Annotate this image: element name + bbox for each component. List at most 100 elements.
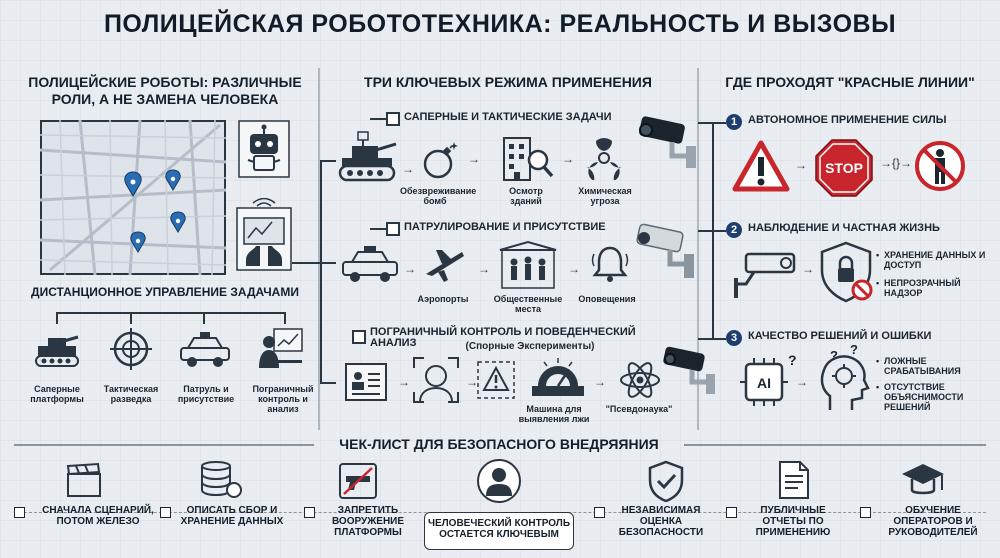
thinking-head-icon — [816, 350, 872, 412]
checklist-item-6: ПУБЛИЧНЫЕ ОТЧЕТЫ ПО ПРИМЕНЕНИЮ — [755, 505, 831, 538]
item-label-pseudoscience: "Псевдонаука" — [605, 404, 673, 414]
border-analyst-icon — [258, 328, 304, 370]
question-mark-icon: ? — [788, 352, 797, 368]
mode-connector — [370, 118, 386, 120]
item-label-buildings: Осмотр зданий — [509, 186, 543, 206]
left-heading: ПОЛИЦЕЙСКИЕ РОБОТЫ: РАЗЛИЧНЫЕ РОЛИ, А НЕ… — [28, 74, 302, 107]
mode-connector — [370, 228, 386, 230]
document-scan-icon — [344, 360, 390, 404]
security-camera-icon — [732, 246, 800, 300]
mode-marker — [386, 222, 400, 236]
checklist-rule-right — [684, 444, 986, 446]
bullet-item: ЛОЖНЫЕ СРАБАТЫВАНИЯ — [876, 356, 996, 376]
item-label-chemical: Химическая угроза — [578, 186, 632, 206]
stop-sign-icon — [814, 138, 874, 198]
no-human-icon — [914, 140, 966, 192]
human-operator-icon — [476, 458, 522, 504]
branch-line — [320, 382, 336, 384]
role-label-border: Пограничный контроль и анализ — [252, 384, 314, 414]
security-camera-icon — [636, 112, 700, 172]
bullet-list-3: ЛОЖНЫЕ СРАБАТЫВАНИЯ ОТСУТСТВИЕ ОБЪЯСНИМО… — [876, 356, 996, 412]
branch-line — [320, 160, 322, 382]
city-map-icon — [40, 120, 226, 275]
police-car-icon — [340, 244, 400, 286]
airplane-icon — [422, 244, 466, 284]
arrow-icon: → — [795, 158, 807, 172]
red-line-title-3: КАЧЕСТВО РЕШЕНИЙ И ОШИБКИ — [748, 330, 932, 342]
item-label-airports: Аэропорты — [417, 294, 469, 304]
checkbox-7[interactable] — [860, 507, 871, 518]
checklist-item-1: СНАЧАЛА СЦЕНАРИЙ, ПОТОМ ЖЕЛЕЗО — [42, 505, 154, 527]
remote-control-icon — [236, 198, 292, 272]
tree-line — [130, 312, 132, 324]
arrow-icon: → — [478, 262, 490, 276]
face-scan-icon — [412, 356, 460, 404]
mode-subtitle-border: (Спорные Эксперименты) — [465, 341, 595, 352]
mode-marker — [386, 112, 400, 126]
checkbox-1[interactable] — [14, 507, 25, 518]
question-mark-icon: ? — [830, 348, 838, 363]
item-label-public: Общественные места — [493, 294, 563, 314]
branch-line — [320, 160, 336, 162]
checklist-item-3: ЗАПРЕТИТЬ ВООРУЖЕНИЕ ПЛАТФОРМЫ — [331, 505, 405, 538]
crosshair-icon — [110, 328, 152, 370]
arrow-icon: → — [594, 375, 606, 389]
checkbox-6[interactable] — [726, 507, 737, 518]
bomb-icon — [420, 140, 460, 180]
red-line-connector — [698, 338, 726, 340]
safety-shield-icon — [646, 460, 686, 502]
item-label-lie-machine: Машина для выявления лжи — [518, 404, 590, 424]
bullet-item: ХРАНЕНИЕ ДАННЫХ И ДОСТУП — [876, 250, 996, 270]
arrow-icon: → — [466, 375, 478, 389]
red-line-title-2: НАБЛЮДЕНИЕ И ЧАСТНАЯ ЖИЗНЬ — [748, 222, 940, 234]
key-item-box — [424, 512, 574, 550]
middle-heading: ТРИ КЛЮЧЕВЫХ РЕЖИМА ПРИМЕНЕНИЯ — [364, 74, 652, 90]
database-icon — [198, 460, 242, 500]
ai-chip-icon — [738, 356, 790, 408]
right-heading: ГДЕ ПРОХОДЯТ "КРАСНЫЕ ЛИНИИ" — [725, 74, 975, 90]
public-place-icon — [498, 240, 558, 290]
item-label-alerts: Оповещения — [578, 294, 636, 304]
number-badge-1: 1 — [726, 114, 742, 130]
security-camera-icon — [634, 220, 698, 282]
checkbox-2[interactable] — [160, 507, 171, 518]
checklist-item-5: НЕЗАВИСИМАЯ ОЦЕНКА БЕЗОПАСНОСТИ — [618, 505, 704, 538]
arrow-icon: → — [402, 162, 414, 176]
atom-icon — [618, 358, 662, 402]
security-camera-icon — [660, 342, 720, 400]
no-weapon-icon — [338, 462, 378, 500]
column-divider-right — [697, 68, 699, 430]
question-mark-icon: ? — [850, 342, 858, 357]
checklist-heading: ЧЕК-ЛИСТ ДЛЯ БЕЗОПАСНОГО ВНЕДРЯЯНИЯ — [339, 436, 659, 452]
warning-scan-icon — [476, 360, 516, 400]
lie-detector-icon — [528, 356, 588, 400]
role-label-sapper: Саперные платформы — [30, 384, 84, 404]
tree-line — [203, 312, 205, 324]
red-line-title-1: АВТОНОМНОЕ ПРИМЕНЕНИЕ СИЛЫ — [748, 114, 947, 126]
arrow-break-icon: →{}→ — [880, 156, 913, 170]
connector-line — [292, 262, 310, 264]
checklist-rule-left — [14, 444, 314, 446]
film-script-icon — [66, 462, 102, 498]
remote-heading: ДИСТАНЦИОННОЕ УПРАВЛЕНИЕ ЗАДАЧАМИ — [31, 285, 299, 299]
arrow-icon: → — [468, 152, 480, 166]
ai-chip-label: AI — [757, 375, 771, 391]
tree-line — [56, 312, 58, 324]
checkbox-3[interactable] — [304, 507, 315, 518]
mode-title-patrol: ПАТРУЛИРОВАНИЕ И ПРИСУТСТВИЕ — [404, 221, 606, 233]
number-badge-3: 3 — [726, 330, 742, 346]
role-label-patrol: Патруль и присутствие — [177, 384, 235, 404]
stop-sign-label: STOP — [825, 160, 863, 176]
mode-title-sapper: САПЕРНЫЕ И ТАКТИЧЕСКИЕ ЗАДАЧИ — [404, 111, 612, 123]
mode-marker — [352, 330, 366, 344]
checkbox-5[interactable] — [594, 507, 605, 518]
role-label-recon: Тактическая разведка — [103, 384, 159, 404]
bell-icon — [590, 244, 630, 284]
graduation-cap-icon — [900, 460, 946, 498]
checklist-item-7: ОБУЧЕНИЕ ОПЕРАТОРОВ И РУКОВОДИТЕЛЕЙ — [888, 505, 978, 538]
checklist-item-4: ЧЕЛОВЕЧЕСКИЙ КОНТРОЛЬ ОСТАЕТСЯ КЛЮЧЕВЫМ — [427, 518, 571, 540]
arrow-icon: → — [568, 262, 580, 276]
tank-robot-icon — [338, 130, 398, 184]
building-inspect-icon — [500, 134, 556, 182]
column-divider-left — [318, 68, 320, 430]
